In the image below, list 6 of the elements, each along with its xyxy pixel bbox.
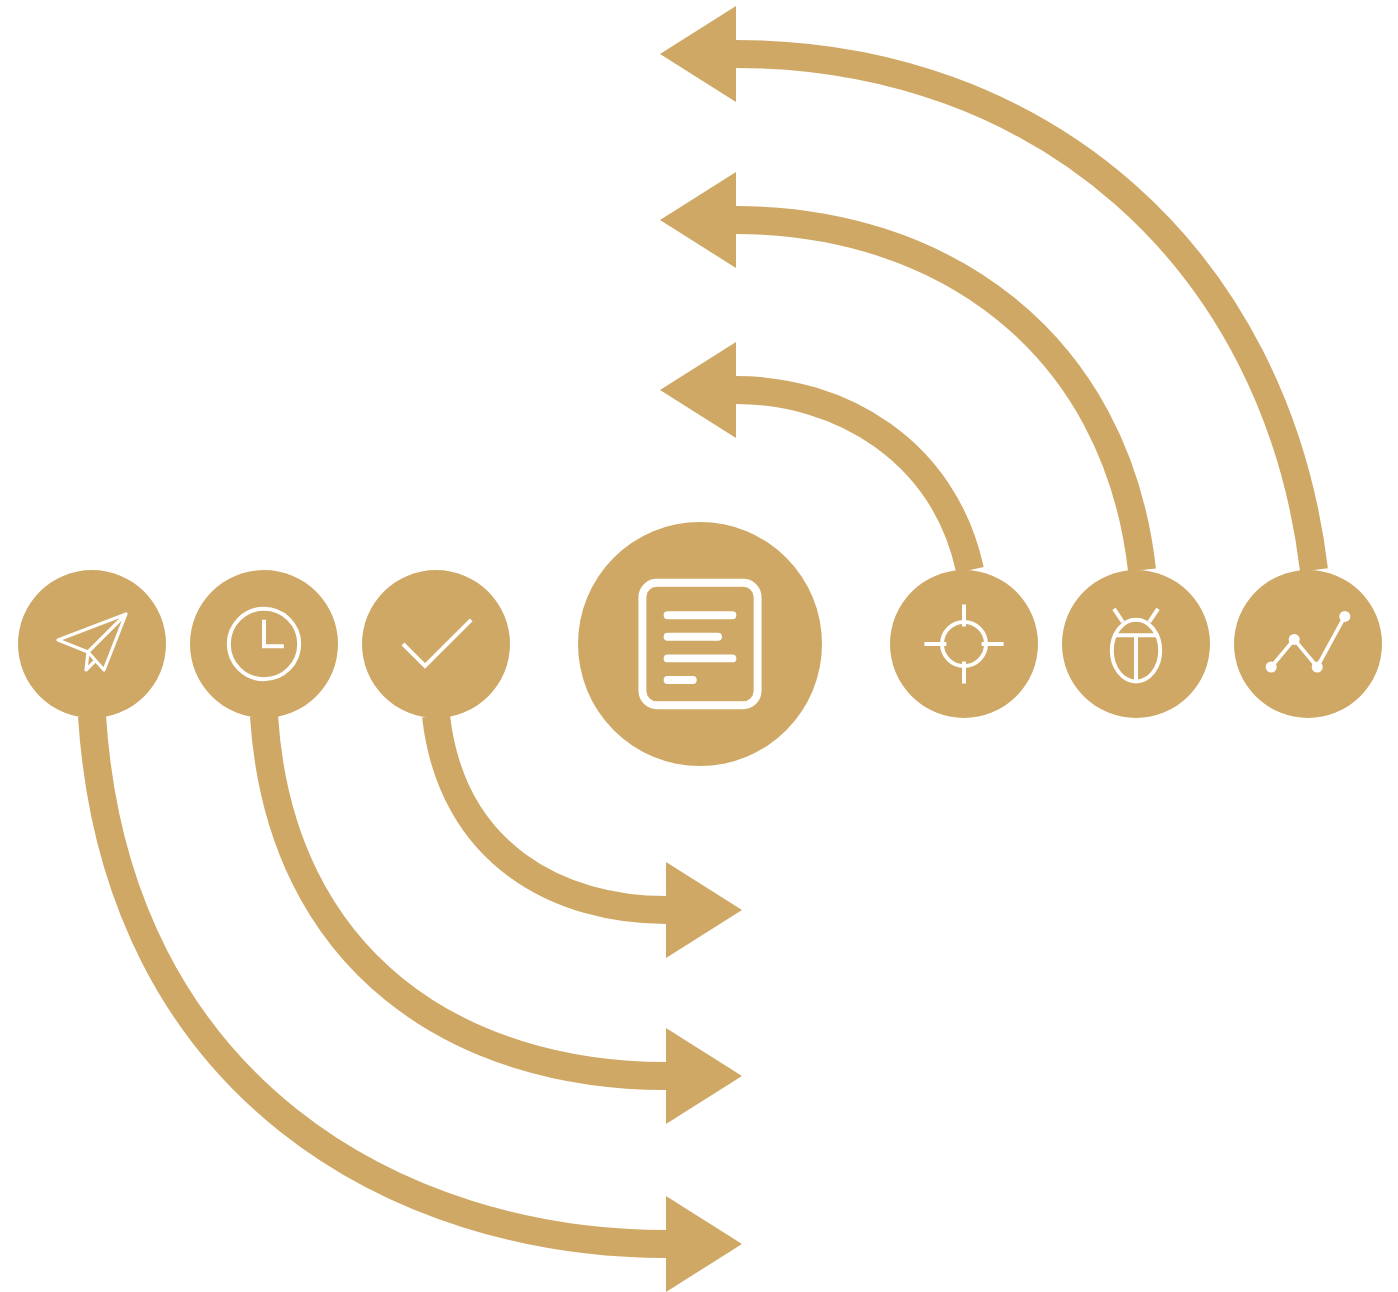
curved-arrow [660,342,984,574]
curved-arrow [660,172,1156,573]
curved-arrow [660,6,1328,573]
curved-arrow [250,714,742,1124]
curved-arrow [78,714,742,1292]
curved-arrow [422,713,742,958]
